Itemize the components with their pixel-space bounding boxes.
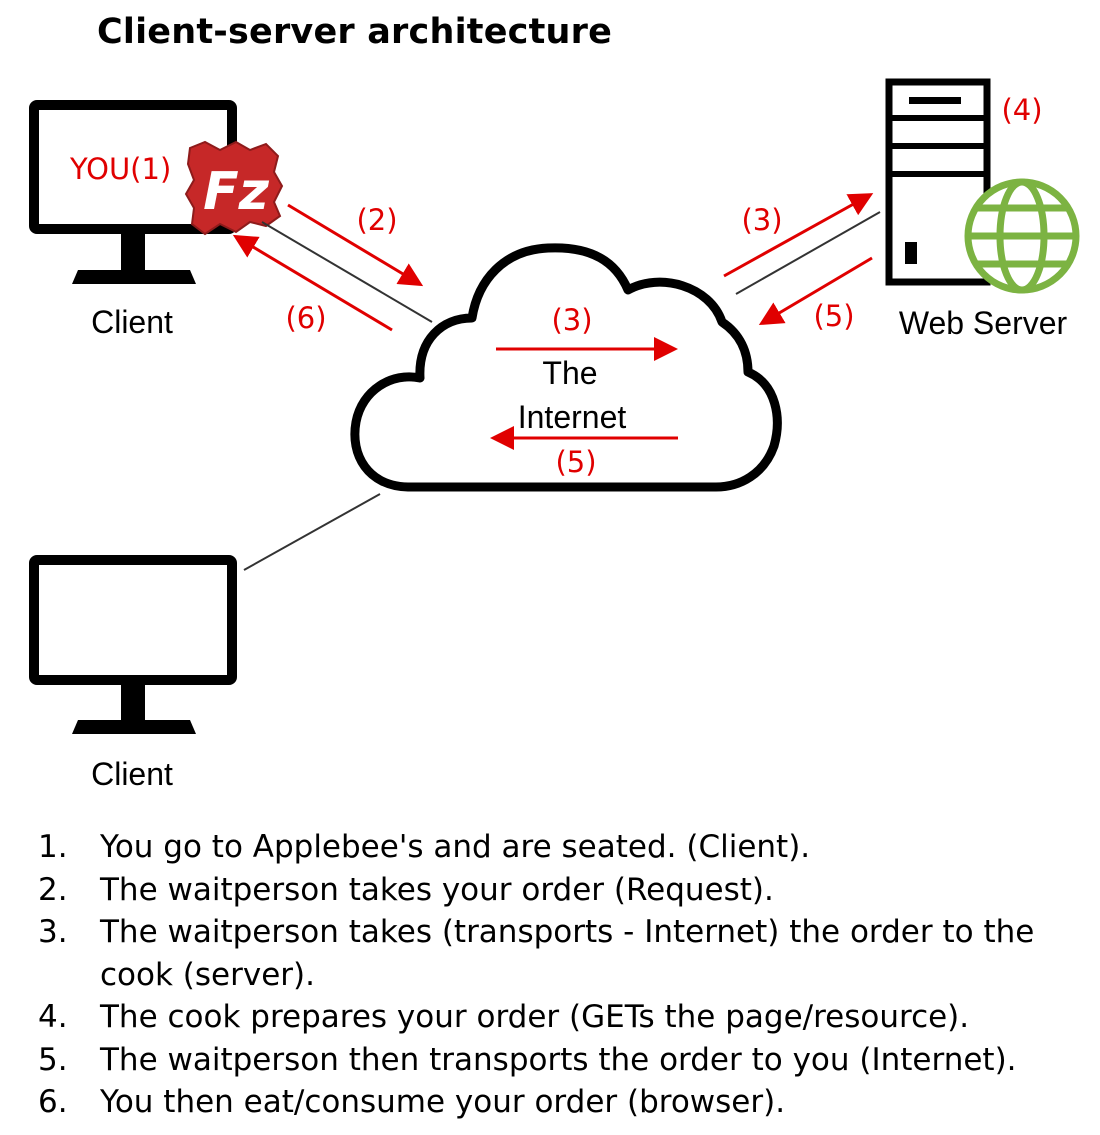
list-item: 2. The waitperson takes your order (Requ… xyxy=(38,869,1068,912)
architecture-diagram: Fz YOU(1) Client Client The Internet Web… xyxy=(29,78,1080,792)
web-server-label: Web Server xyxy=(899,305,1068,341)
internet-label-line1: The xyxy=(542,355,597,391)
list-item: 4. The cook prepares your order (GETs th… xyxy=(38,996,1068,1039)
internet-label-line2: Internet xyxy=(518,399,627,435)
connection-line-client-bottom xyxy=(243,493,381,571)
globe-icon xyxy=(964,178,1080,294)
list-item-number: 2. xyxy=(38,871,68,908)
step-label-5-server: (5) xyxy=(813,299,854,333)
arrow-step-2 xyxy=(287,203,424,287)
connection-line-internet-server xyxy=(735,211,881,295)
list-item-text: The waitperson then transports the order… xyxy=(100,1041,1017,1078)
list-item: 6. You then eat/consume your order (brow… xyxy=(38,1081,1068,1124)
list-item-text: The waitperson takes your order (Request… xyxy=(100,871,774,908)
step-label-3-internet: (3) xyxy=(551,303,592,337)
list-item-text: You then eat/consume your order (browser… xyxy=(100,1084,786,1120)
list-item-number: 3. xyxy=(38,914,68,950)
list-item-text: The waitperson takes (transports - Inter… xyxy=(100,914,1035,993)
list-item: 3. The waitperson takes (transports - In… xyxy=(38,911,1068,996)
filezilla-logo-icon: Fz xyxy=(184,140,284,236)
list-item-text: You go to Applebee's and are seated. (Cl… xyxy=(100,829,811,865)
arrow-step-3-right xyxy=(723,193,874,278)
list-item: 5. The waitperson then transports the or… xyxy=(38,1039,1068,1082)
step-label-6: (6) xyxy=(285,301,326,335)
step-label-3-server: (3) xyxy=(741,203,782,237)
step-label-4: (4) xyxy=(1001,93,1042,127)
arrow-step-6 xyxy=(232,234,393,332)
step-label-5-internet: (5) xyxy=(555,445,596,479)
step-label-2: (2) xyxy=(356,203,397,237)
diagram-title: Client-server architecture xyxy=(97,12,613,52)
step-list: 1. You go to Applebee's and are seated. … xyxy=(38,826,1068,1124)
list-item-number: 1. xyxy=(38,829,68,865)
internet-cloud xyxy=(350,243,782,492)
client-label-top: Client xyxy=(91,304,173,340)
list-item-number: 4. xyxy=(38,999,68,1035)
arrow-step-5-right xyxy=(758,256,873,326)
list-item-number: 5. xyxy=(38,1041,68,1078)
connection-line-client-internet xyxy=(261,221,433,323)
list-item: 1. You go to Applebee's and are seated. … xyxy=(38,826,1068,869)
logo-text: Fz xyxy=(203,162,270,222)
list-item-number: 6. xyxy=(38,1084,68,1120)
client-monitor-bottom xyxy=(29,555,237,734)
list-item-text: The cook prepares your order (GETs the p… xyxy=(100,999,970,1035)
you-label: YOU(1) xyxy=(69,152,171,186)
client-label-bottom: Client xyxy=(91,756,173,792)
